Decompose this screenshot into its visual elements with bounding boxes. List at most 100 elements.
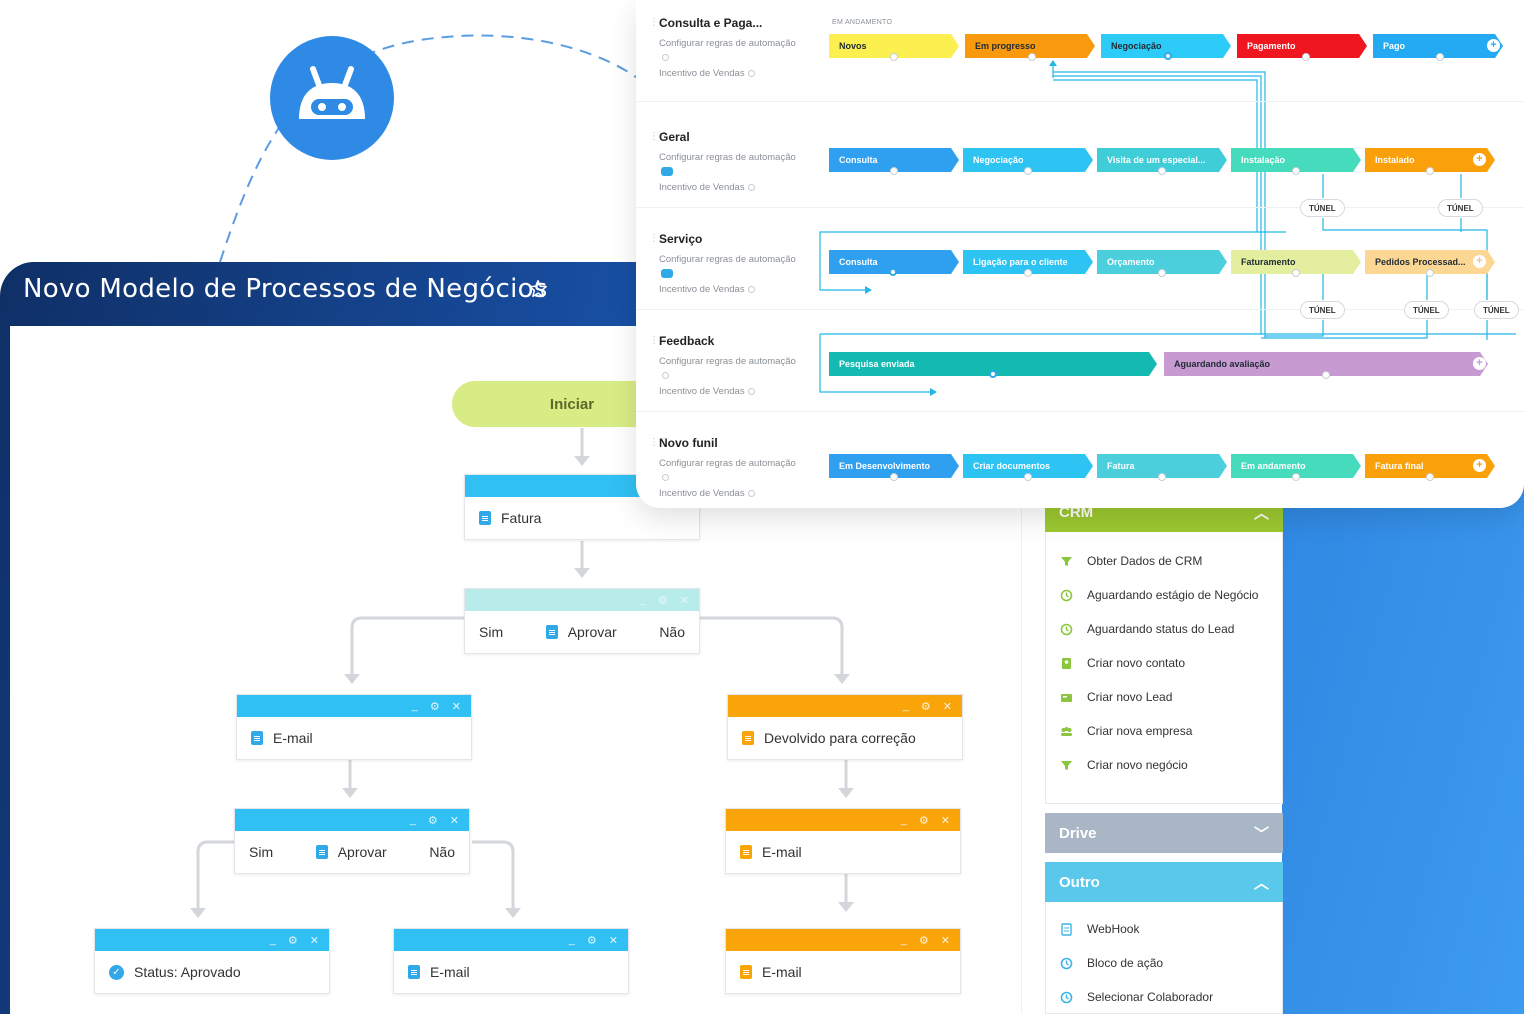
node-header: _ ⚙ ✕ — [237, 695, 471, 717]
funnel-name[interactable]: Consulta e Paga... — [659, 16, 763, 30]
close-icon[interactable]: ✕ — [449, 814, 459, 827]
gear-icon[interactable]: ⚙ — [918, 934, 929, 947]
company-icon — [1061, 726, 1072, 736]
gear-icon[interactable]: ⚙ — [427, 814, 438, 827]
filter-icon — [1061, 760, 1072, 770]
tunnel-badge[interactable]: TÚNEL — [1404, 301, 1449, 319]
sales-incentive-link[interactable]: Incentivo de Vendas — [659, 68, 755, 79]
gear-icon[interactable]: ⚙ — [287, 934, 298, 947]
star-icon[interactable] — [527, 278, 549, 300]
add-stage-icon[interactable]: + — [1487, 39, 1500, 52]
drag-handle-icon[interactable]: ⋮⋮ — [649, 131, 669, 142]
list-item[interactable]: Selecionar Colaborador — [1046, 980, 1282, 1014]
list-item[interactable]: Criar novo Lead — [1046, 680, 1282, 714]
gear-icon[interactable]: ⚙ — [918, 814, 929, 827]
node-label: E-mail — [762, 964, 802, 980]
robot-avatar — [270, 36, 394, 160]
tunnel-badge[interactable]: TÚNEL — [1300, 301, 1345, 319]
chevron-up-icon[interactable]: ︿ — [1253, 504, 1269, 522]
outro-section-header[interactable]: Outro ︿ — [1045, 862, 1283, 902]
stage-pill[interactable]: Negociação — [963, 148, 1093, 172]
clock-icon — [1060, 957, 1073, 969]
section-title: Outro — [1059, 873, 1100, 891]
tunnel-badge[interactable]: TÚNEL — [1474, 301, 1519, 319]
funnel-name[interactable]: Novo funil — [659, 436, 718, 450]
node-label: E-mail — [273, 730, 313, 746]
tunnel-badge[interactable]: TÚNEL — [1438, 199, 1483, 217]
robot-icon — [661, 269, 673, 278]
stage-dot — [1302, 53, 1310, 61]
list-item[interactable]: WebHook — [1046, 912, 1282, 946]
close-icon[interactable]: ✕ — [942, 700, 952, 713]
list-item[interactable]: Obter Dados de CRM — [1046, 544, 1282, 578]
list-item[interactable]: Criar nova empresa — [1046, 714, 1282, 748]
minimize-icon[interactable]: _ — [902, 700, 909, 712]
tunnel-badge[interactable]: TÚNEL — [1300, 199, 1345, 217]
drag-handle-icon[interactable]: ⋮⋮ — [649, 233, 669, 244]
add-stage-icon[interactable]: + — [1473, 459, 1486, 472]
minimize-icon[interactable]: _ — [639, 594, 646, 606]
branch-yes-label: Sim — [479, 624, 504, 640]
funnel-name[interactable]: Feedback — [659, 334, 715, 348]
automation-link[interactable]: Configurar regras de automação — [659, 38, 796, 49]
gear-icon[interactable]: ⚙ — [657, 594, 668, 607]
close-icon[interactable]: ✕ — [608, 934, 618, 947]
list-item[interactable]: Criar novo negócio — [1046, 748, 1282, 782]
sales-incentive-link[interactable]: Incentivo de Vendas — [659, 386, 755, 397]
email-node-orange[interactable]: _ ⚙ ✕ E-mail — [725, 808, 961, 874]
add-stage-icon[interactable]: + — [1473, 357, 1486, 370]
stage-pill[interactable]: Criar documentos — [963, 454, 1093, 478]
email-node[interactable]: _ ⚙ ✕ E-mail — [236, 694, 472, 760]
chevron-up-icon[interactable]: ︿ — [1253, 874, 1269, 892]
list-item[interactable]: Criar novo contato — [1046, 646, 1282, 680]
drag-handle-icon[interactable]: ⋮⋮ — [649, 17, 669, 28]
automation-link[interactable]: Configurar regras de automação — [659, 458, 796, 469]
returned-node[interactable]: _ ⚙ ✕ Devolvido para correção — [727, 694, 963, 760]
drive-section-header[interactable]: Drive ﹀ — [1045, 813, 1283, 853]
status-node[interactable]: _ ⚙ ✕ ✓ Status: Aprovado — [94, 928, 330, 994]
list-item[interactable]: Bloco de ação — [1046, 946, 1282, 980]
drag-handle-icon[interactable]: ⋮⋮ — [649, 335, 669, 346]
close-icon[interactable]: ✕ — [679, 594, 689, 607]
minimize-icon[interactable]: _ — [269, 934, 276, 946]
add-stage-icon[interactable]: + — [1473, 153, 1486, 166]
add-stage-icon[interactable]: + — [1473, 255, 1486, 268]
close-icon[interactable]: ✕ — [451, 700, 461, 713]
email-node-3[interactable]: _ ⚙ ✕ E-mail — [393, 928, 629, 994]
close-icon[interactable]: ✕ — [940, 934, 950, 947]
minimize-icon[interactable]: _ — [409, 814, 416, 826]
gear-icon[interactable]: ⚙ — [920, 700, 931, 713]
close-icon[interactable]: ✕ — [309, 934, 319, 947]
funnel-row: ⋮⋮ Feedback Configurar regras de automaç… — [636, 310, 1524, 412]
chevron-down-icon[interactable]: ﹀ — [1253, 825, 1269, 843]
email-node-4[interactable]: _ ⚙ ✕ E-mail — [725, 928, 961, 994]
close-icon[interactable]: ✕ — [940, 814, 950, 827]
node-header: _ ⚙ ✕ — [726, 929, 960, 951]
automation-link[interactable]: Configurar regras de automação — [659, 254, 796, 265]
minimize-icon[interactable]: _ — [411, 700, 418, 712]
minimize-icon[interactable]: _ — [900, 934, 907, 946]
stage-dot — [890, 53, 898, 61]
clock-icon — [1060, 623, 1073, 635]
list-item[interactable]: Aguardando status do Lead — [1046, 612, 1282, 646]
status-dot — [662, 474, 669, 481]
stage-pill[interactable]: Fatura — [1097, 454, 1227, 478]
approve-node[interactable]: _ ⚙ ✕ Sim Aprovar Não — [464, 588, 700, 654]
action-panel: CRM ︿ Obter Dados de CRM Aguardando está… — [1021, 492, 1283, 1014]
stage-pill[interactable]: Ligação para o cliente — [963, 250, 1093, 274]
minimize-icon[interactable]: _ — [568, 934, 575, 946]
sales-incentive-link[interactable]: Incentivo de Vendas — [659, 488, 755, 499]
stage-dot — [1158, 269, 1166, 277]
funnel-name[interactable]: Geral — [659, 130, 690, 144]
gear-icon[interactable]: ⚙ — [429, 700, 440, 713]
automation-link[interactable]: Configurar regras de automação — [659, 356, 796, 367]
sales-incentive-link[interactable]: Incentivo de Vendas — [659, 284, 755, 295]
gear-icon[interactable]: ⚙ — [586, 934, 597, 947]
list-item[interactable]: Aguardando estágio de Negócio — [1046, 578, 1282, 612]
minimize-icon[interactable]: _ — [900, 814, 907, 826]
drag-handle-icon[interactable]: ⋮⋮ — [649, 437, 669, 448]
sales-incentive-link[interactable]: Incentivo de Vendas — [659, 182, 755, 193]
automation-link[interactable]: Configurar regras de automação — [659, 152, 796, 163]
approve-node-2[interactable]: _ ⚙ ✕ Sim Aprovar Não — [234, 808, 470, 874]
funnel-name[interactable]: Serviço — [659, 232, 703, 246]
